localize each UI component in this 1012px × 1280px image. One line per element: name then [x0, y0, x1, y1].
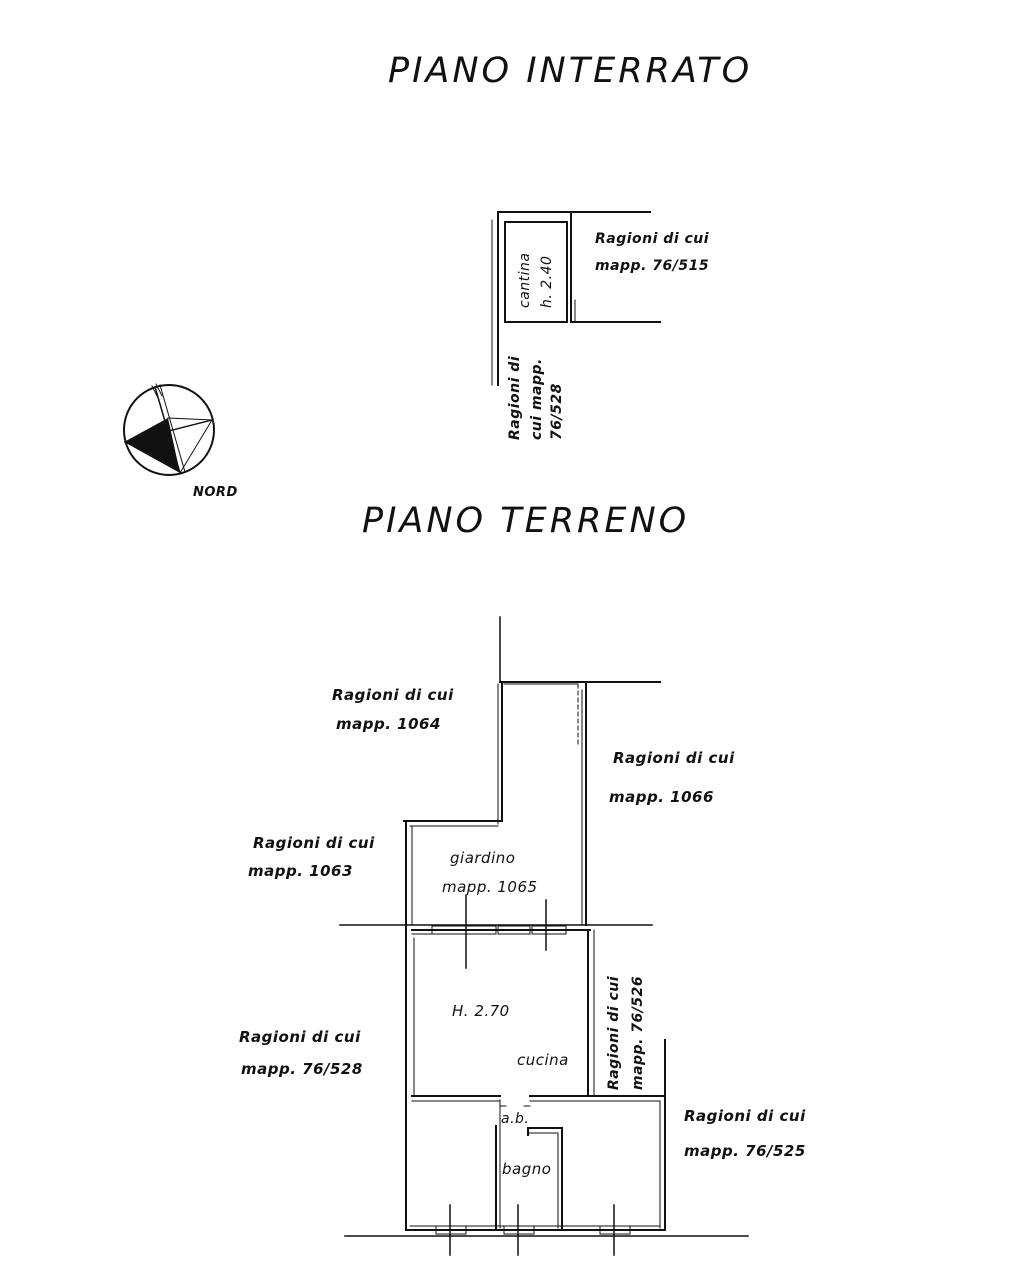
- north-label: NORD: [193, 485, 238, 500]
- kitchen-label: cucina: [517, 1051, 569, 1069]
- neighbor-line2: mapp. 1063: [248, 862, 353, 880]
- neighbor-line2: cui mapp.: [529, 358, 545, 440]
- neighbor-line2: mapp. 1064: [336, 715, 441, 733]
- ground-floor-plan: [339, 616, 749, 1256]
- neighbor-line1: Ragioni di: [507, 355, 523, 440]
- neighbor-label-76-526: Ragioni di cui mapp. 76/526: [606, 975, 646, 1090]
- bathroom-label: bagno: [502, 1160, 552, 1178]
- height-label: H. 2.70: [452, 1002, 510, 1020]
- antibagno-label: a.b.: [501, 1111, 530, 1127]
- basement-plan: [491, 211, 661, 386]
- neighbor-line1: Ragioni di cui: [595, 231, 710, 247]
- neighbor-line1: Ragioni di cui: [332, 686, 454, 704]
- neighbor-label-76-528-basement: Ragioni di cui mapp. 76/528: [507, 355, 565, 440]
- neighbor-line2: mapp. 76/525: [684, 1142, 806, 1160]
- neighbor-line1: Ragioni di cui: [613, 749, 735, 767]
- room-name: cantina: [517, 252, 533, 308]
- neighbor-line2: mapp. 76/515: [595, 258, 710, 274]
- neighbor-line2: mapp. 76/528: [241, 1060, 363, 1078]
- neighbor-line1: Ragioni di cui: [239, 1028, 361, 1046]
- cantina-label: cantina h. 2.40: [517, 252, 555, 308]
- neighbor-line1: Ragioni di cui: [684, 1107, 806, 1125]
- neighbor-line1: Ragioni di cui: [253, 834, 375, 852]
- garden-parcel-label: mapp. 1065: [442, 878, 538, 896]
- ground-floor-title: PIANO TERRENO: [362, 501, 690, 541]
- neighbor-line2: mapp. 1066: [609, 788, 714, 806]
- basement-title: PIANO INTERRATO: [388, 51, 753, 91]
- room-height: h. 2.40: [539, 255, 555, 308]
- garden-label: giardino: [450, 849, 516, 867]
- neighbor-line1: Ragioni di cui: [606, 975, 622, 1090]
- north-arrow-icon: [123, 383, 215, 476]
- neighbor-line3: 76/528: [549, 383, 565, 440]
- neighbor-line2: mapp. 76/526: [630, 975, 646, 1090]
